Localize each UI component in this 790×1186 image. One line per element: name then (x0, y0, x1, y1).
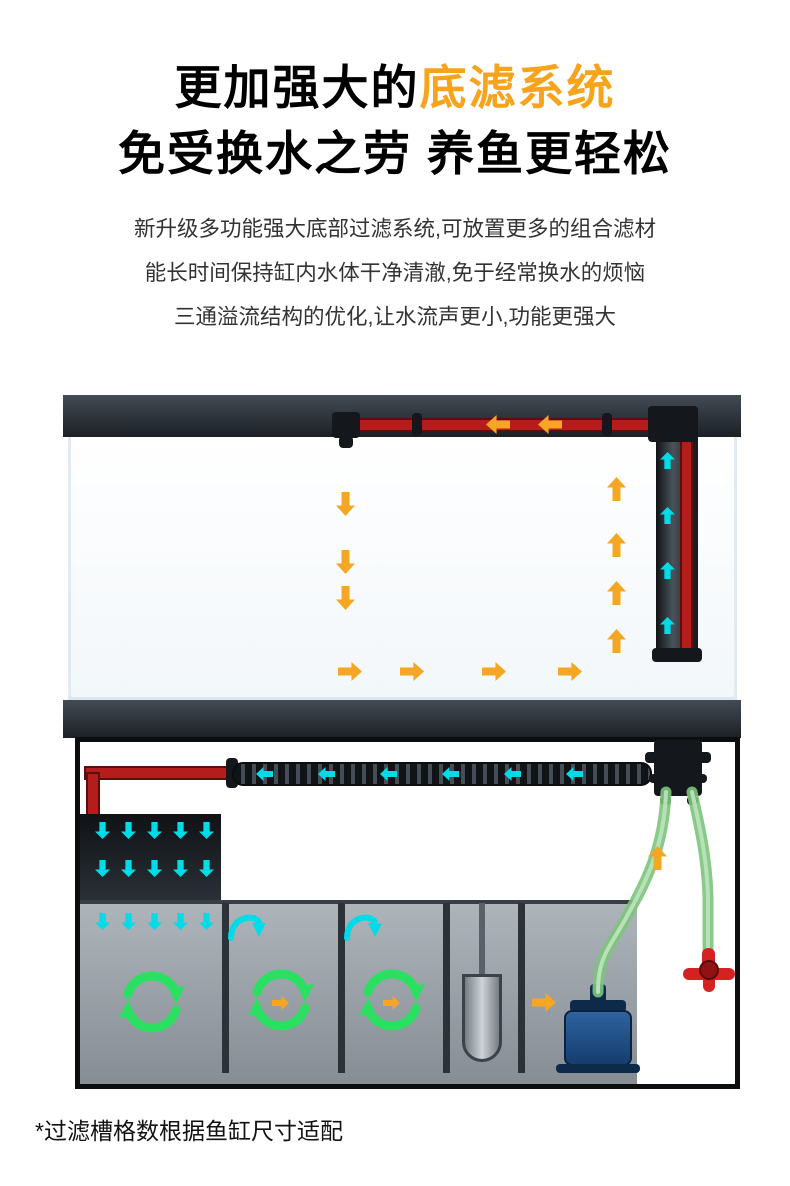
title-highlight: 底滤系统 (419, 61, 616, 114)
description-line-3: 三通溢流结构的优化,让水流声更小,功能更强大 (174, 305, 616, 330)
chamber-divider (338, 903, 345, 1073)
tee-flange-top (645, 752, 711, 763)
pipe-coupler (412, 413, 422, 436)
drain-valve-knob (699, 960, 719, 980)
pipe-coupler (602, 413, 612, 436)
filter-sock-pipe (479, 903, 485, 977)
sump-inlet-pipe-vertical (86, 772, 100, 818)
overflow-bottom-fitting (652, 648, 702, 662)
footnote: *过滤槽格数根据鱼缸尺寸适配 (35, 1118, 343, 1144)
tee-nozzle-left (660, 796, 671, 805)
sump-inlet-pipe-horizontal (84, 766, 234, 780)
description-line-1: 新升级多功能强大底部过滤系统,可放置更多的组合滤材 (134, 217, 656, 242)
pump-cap (570, 1000, 626, 1012)
description-line-2: 能长时间保持缸内水体干净清澈,免于经常换水的烦恼 (144, 261, 646, 286)
pump-body (564, 1010, 632, 1066)
title-prefix: 更加强大的 (174, 61, 420, 114)
page-title: 更加强大的底滤系统 (0, 62, 790, 114)
pipe-elbow (332, 412, 360, 438)
description-block: 新升级多功能强大底部过滤系统,可放置更多的组合滤材 能长时间保持缸内水体干净清澈… (0, 207, 790, 339)
tee-fitting-body (654, 740, 702, 796)
cabinet-shelf (63, 700, 741, 738)
header: 更加强大的底滤系统 免受换水之劳 养鱼更轻松 新升级多功能强大底部过滤系统,可放… (0, 0, 790, 339)
aquarium-glass (68, 437, 737, 700)
overflow-pipe-vertical (680, 432, 693, 654)
tee-flange-mid (649, 774, 707, 783)
chamber-divider (518, 903, 525, 1073)
tee-nozzle-right (687, 796, 698, 805)
pipe-corner-fitting (648, 406, 698, 442)
chamber-divider (443, 903, 450, 1073)
page-subtitle: 免受换水之劳 养鱼更轻松 (117, 126, 673, 180)
pump-base (556, 1064, 640, 1073)
chamber-divider (222, 903, 229, 1073)
filter-sock (462, 974, 502, 1062)
pipe-elbow-stub (339, 436, 353, 448)
sump-chambers (80, 900, 637, 1084)
